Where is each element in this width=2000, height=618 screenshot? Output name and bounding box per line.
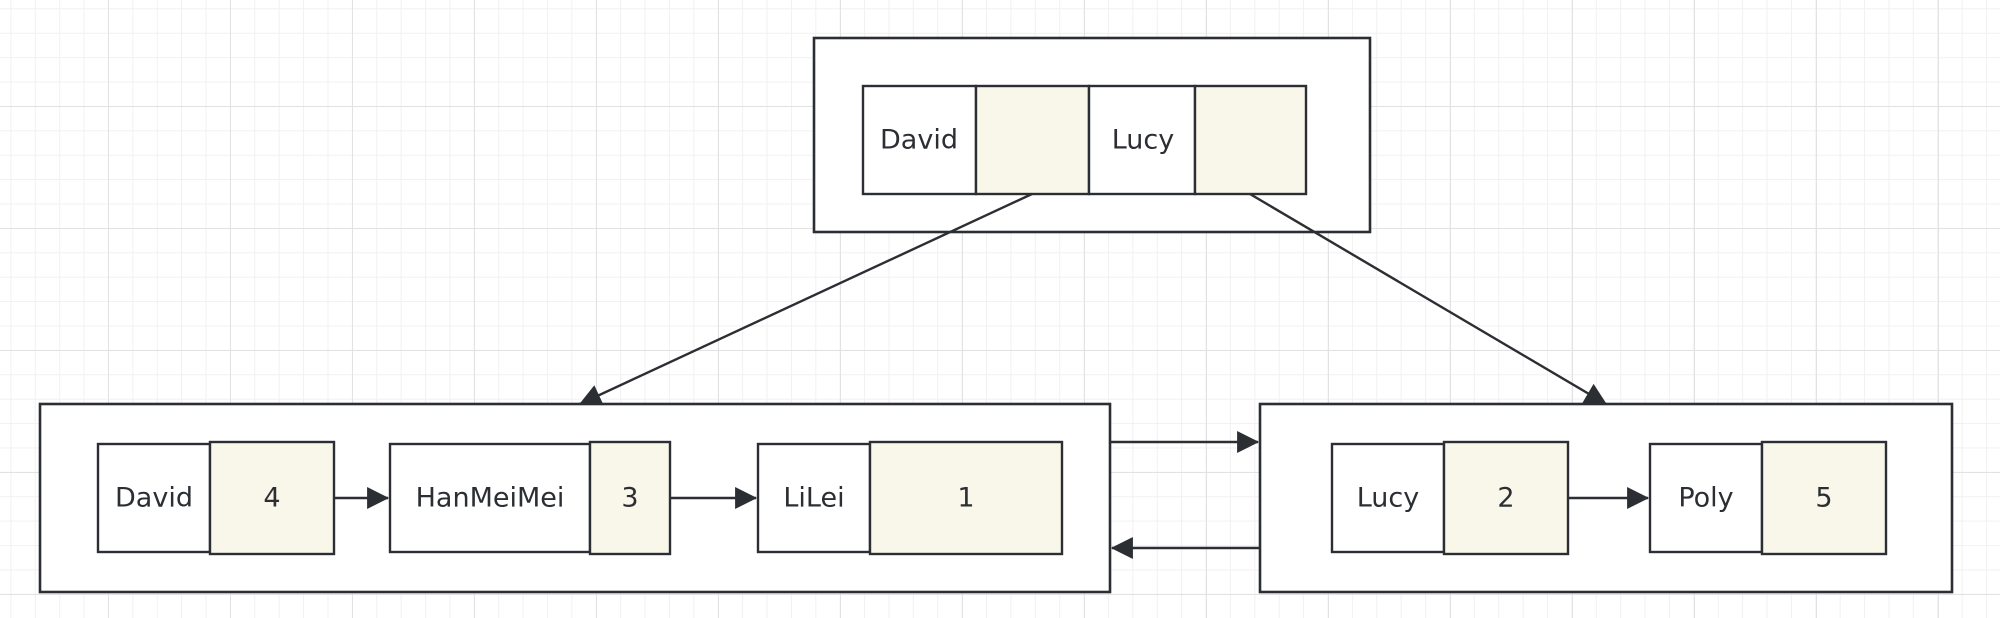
root-node: David Lucy [812, 36, 1372, 234]
left-value-cell-david [208, 440, 336, 556]
left-value-label-david: 4 [263, 483, 280, 514]
left-entry-hanmeimei: HanMeiMei 3 [388, 440, 672, 556]
left-entry-david: David 4 [96, 440, 336, 556]
right-entry-lucy: Lucy 2 [1330, 440, 1570, 556]
right-value-cell-poly [1760, 440, 1888, 556]
root-key-cell-david [861, 84, 978, 196]
left-value-cell-lilei [868, 440, 1064, 556]
right-leaf-node: Lucy 2 Poly 5 [1258, 402, 1954, 594]
left-value-label-lilei: 1 [957, 483, 974, 514]
left-key-label-lilei: LiLei [783, 483, 844, 514]
right-key-cell-poly [1648, 442, 1764, 554]
root-key-cell-lucy [1087, 84, 1197, 196]
root-entry-lucy: Lucy [1087, 84, 1308, 196]
left-key-label-hanmeimei: HanMeiMei [416, 483, 565, 514]
left-key-cell-lilei [756, 442, 872, 554]
left-entry-lilei: LiLei 1 [756, 440, 1064, 556]
root-entry-david: David [861, 84, 1091, 196]
right-value-label-lucy: 2 [1497, 483, 1514, 514]
left-key-cell-david [96, 442, 212, 554]
right-entry-poly: Poly 5 [1648, 440, 1888, 556]
right-key-label-poly: Poly [1678, 483, 1733, 514]
root-to-left-leaf-arrow [579, 192, 1033, 406]
root-key-label-lucy: Lucy [1112, 125, 1175, 156]
left-value-label-hanmeimei: 3 [621, 483, 638, 514]
right-value-label-poly: 5 [1815, 483, 1832, 514]
right-key-cell-lucy [1330, 442, 1446, 554]
left-leaf-node: David 4 HanMeiMei 3 LiLei 1 [38, 402, 1112, 594]
root-pointer-cell-david [974, 84, 1091, 196]
root-key-label-david: David [880, 125, 958, 156]
root-to-right-leaf-arrow [1249, 192, 1607, 406]
right-key-label-lucy: Lucy [1357, 483, 1420, 514]
left-key-label-david: David [115, 483, 193, 514]
root-pointer-cell-lucy [1193, 84, 1308, 196]
